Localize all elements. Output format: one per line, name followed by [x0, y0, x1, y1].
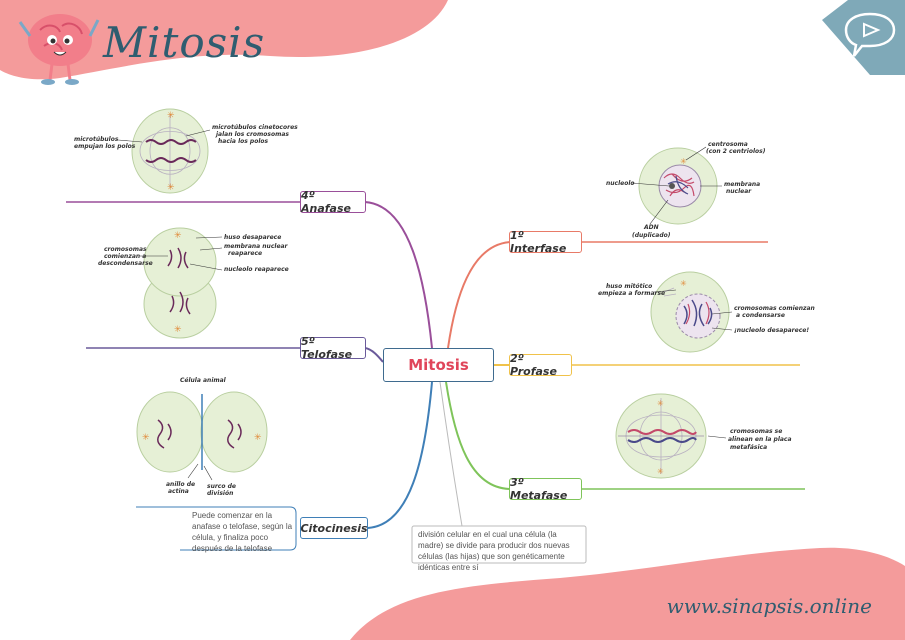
label-citocinesis-anillo-2: actina [168, 488, 189, 495]
node-anafase[interactable]: 4º Anafase [300, 189, 366, 215]
chat-bubble-icon[interactable] [822, 0, 905, 75]
definition-box [411, 525, 587, 564]
metafase-cell-illustration: ✳ ✳ [615, 393, 707, 479]
label-interfase-centrosoma-2: (con 2 centriolos) [706, 148, 766, 155]
definition-text: división celular en el cual una célula (… [418, 530, 570, 572]
bottom-right-blob [350, 547, 905, 640]
svg-text:✳: ✳ [680, 157, 687, 166]
label-metafase-crom-3: metafásica [730, 444, 767, 451]
label-telofase-memb-1: membrana nuclear [224, 243, 289, 250]
label-citocinesis-surco-1: surco de [207, 483, 236, 490]
svg-text:✳: ✳ [254, 433, 262, 443]
svg-text:✳: ✳ [657, 467, 664, 476]
anafase-cell-illustration: ✳ ✳ [131, 108, 209, 194]
label-profase-crom-2: a condensarse [736, 312, 785, 319]
connector-metafase [445, 381, 511, 490]
svg-text:✳: ✳ [167, 183, 175, 193]
label-profase-nucleolo: ¡nucleolo desaparece! [734, 327, 809, 334]
label-profase-huso-2: empieza a formarse [598, 290, 665, 297]
label-interfase-membrana-2: nuclear [726, 188, 752, 195]
label-telofase-huso: huso desaparece [224, 234, 281, 241]
label-citocinesis-surco-2: división [207, 490, 233, 497]
label-interfase-centrosoma-1: centrosoma [708, 141, 748, 148]
node-interfase[interactable]: 1º Interfase [509, 229, 582, 255]
label-citocinesis-anillo-1: anillo de [166, 481, 195, 488]
citocinesis-note-border [136, 506, 297, 551]
svg-text:✳: ✳ [167, 111, 175, 121]
svg-text:✳: ✳ [680, 279, 687, 288]
label-profase-crom-1: cromosomas comienzan [734, 305, 815, 312]
connector-definition [439, 381, 463, 527]
page-title: Mitosis [103, 18, 266, 67]
svg-text:✳: ✳ [174, 231, 182, 241]
node-telofase[interactable]: 5º Telofase [300, 335, 366, 361]
label-citocinesis-celula: Célula animal [180, 377, 227, 384]
svg-text:✳: ✳ [142, 433, 150, 443]
label-telofase-crom-2: comienzan a [104, 253, 146, 260]
brain-mascot-icon [18, 14, 100, 85]
label-interfase-adn-1: ADN [643, 224, 659, 231]
label-anafase-micro-1: microtúbulos [74, 136, 119, 143]
label-anafase-cin-1: microtúbulos cinetocores [212, 124, 298, 131]
svg-text:✳: ✳ [174, 325, 182, 335]
label-anafase-cin-3: hacia los polos [218, 138, 269, 145]
connector-telofase [364, 347, 384, 363]
label-anafase-micro-2: empujan los polos [74, 143, 136, 150]
label-profase-huso-1: huso mitótico [606, 283, 652, 290]
connector-interfase [447, 241, 511, 349]
label-telofase-nuc: nucleolo reaparece [224, 266, 289, 273]
node-metafase[interactable]: 3º Metafase [509, 476, 582, 502]
node-profase[interactable]: 2º Profase [509, 352, 572, 378]
citocinesis-cell-illustration: ✳ ✳ [136, 391, 268, 473]
profase-cell-illustration: ✳ [650, 271, 730, 353]
label-telofase-crom-3: descondensarse [98, 260, 153, 267]
connector-citocinesis [367, 381, 433, 529]
node-citocinesis[interactable]: Citocinesis [300, 517, 368, 539]
label-interfase-nucleolo: nucleolo [606, 180, 635, 187]
label-interfase-adn-2: (duplicado) [632, 232, 671, 239]
central-node[interactable]: Mitosis [383, 348, 494, 382]
label-metafase-crom-1: cromosomas se [730, 428, 782, 435]
citocinesis-note: Puede comenzar en la anafase o telofase,… [192, 511, 293, 553]
interfase-cell-illustration: ✳ [638, 147, 718, 225]
connector-anafase [364, 201, 433, 349]
website-link[interactable]: www.sinapsis.online [666, 594, 872, 618]
label-telofase-crom-1: cromosomas [104, 246, 147, 253]
telofase-cell-illustration: ✳ ✳ [143, 227, 217, 339]
svg-text:✳: ✳ [657, 399, 664, 408]
label-anafase-cin-2: jalan los cromosomas [215, 131, 289, 138]
label-telofase-memb-2: reaparece [228, 250, 262, 257]
label-interfase-membrana-1: membrana [724, 181, 760, 188]
top-left-blob [0, 0, 448, 80]
label-metafase-crom-2: alinean en la placa [728, 436, 792, 443]
